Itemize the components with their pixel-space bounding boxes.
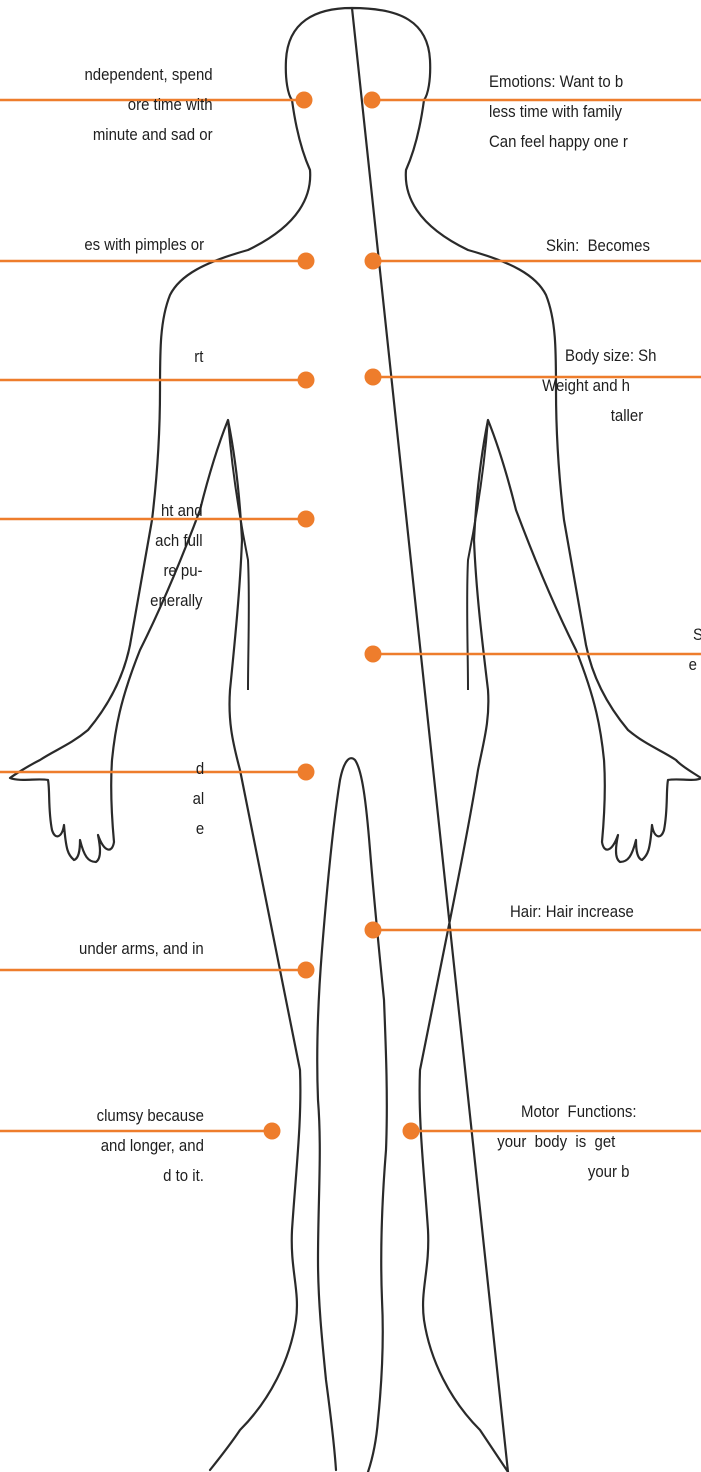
emotions-left-label-line: ndependent, spend	[85, 60, 213, 90]
emotions-left-marker-dot	[296, 92, 313, 109]
heart-left-label: rt	[194, 342, 203, 372]
size-left-label-line: re pu-	[151, 556, 203, 586]
size-left-label-line: ach full	[151, 526, 203, 556]
size-left-label-line: ht and	[151, 496, 203, 526]
heart-left-label-line: rt	[194, 342, 203, 372]
skin-right-marker-dot	[365, 253, 382, 270]
s-right-marker-dot	[365, 646, 382, 663]
skin-left-marker-dot	[298, 253, 315, 270]
body-size-right-label-line: Weight and h	[542, 371, 685, 401]
size-left-label-line: enerally	[151, 586, 203, 616]
hair-right-label: Hair: Hair increase	[510, 897, 678, 927]
skin-left-label-line: es with pimples or	[84, 230, 204, 260]
motor-right-label-line: your b	[588, 1157, 680, 1187]
motor-left-marker-dot	[264, 1123, 281, 1140]
motor-right-marker-dot	[403, 1123, 420, 1140]
hair-left-label-line: under arms, and in	[79, 934, 204, 964]
hands-left-label-line: d	[192, 754, 204, 784]
body-size-right-marker-dot	[365, 369, 382, 386]
s-right-label-line: e	[689, 650, 700, 680]
motor-right-label-line: your body is get	[497, 1127, 679, 1157]
size-left-marker-dot	[298, 511, 315, 528]
motor-left-label-line: and longer, and	[97, 1131, 204, 1161]
hair-right-marker-dot	[365, 922, 382, 939]
s-right-label: Se	[693, 620, 700, 680]
skin-left-label: es with pimples or	[84, 230, 204, 260]
skin-right-label: Skin: Becomes	[546, 231, 682, 261]
emotions-right-label-line: Can feel happy one r	[489, 127, 676, 157]
left-arm-inner-line	[228, 420, 249, 690]
hands-left-label-line: al	[192, 784, 204, 814]
emotions-right-label-line: less time with family	[489, 97, 676, 127]
motor-left-label-line: d to it.	[97, 1161, 204, 1191]
motor-right-label-line: Motor Functions:	[521, 1097, 679, 1127]
s-right-label-line: S	[693, 620, 700, 650]
emotions-right-label-line: Emotions: Want to b	[489, 67, 676, 97]
body-size-right-label-line: Body size: Sh	[565, 341, 685, 371]
emotions-right-marker-dot	[364, 92, 381, 109]
motor-left-label-line: clumsy because	[97, 1101, 204, 1131]
emotions-left-label-line: minute and sad or	[85, 120, 213, 150]
skin-right-label-line: Skin: Becomes	[546, 231, 682, 261]
heart-left-marker-dot	[298, 372, 315, 389]
hair-left-marker-dot	[298, 962, 315, 979]
hands-left-label-line: e	[192, 814, 204, 844]
body-size-right-label-line: taller	[611, 401, 685, 431]
hands-left-marker-dot	[298, 764, 315, 781]
hair-left-label: under arms, and in	[79, 934, 204, 964]
right-arm-inner-line	[467, 420, 488, 690]
hair-right-label-line: Hair: Hair increase	[510, 897, 678, 927]
emotions-left-label-line: ore time with	[85, 90, 213, 120]
body-outline	[10, 8, 701, 1472]
